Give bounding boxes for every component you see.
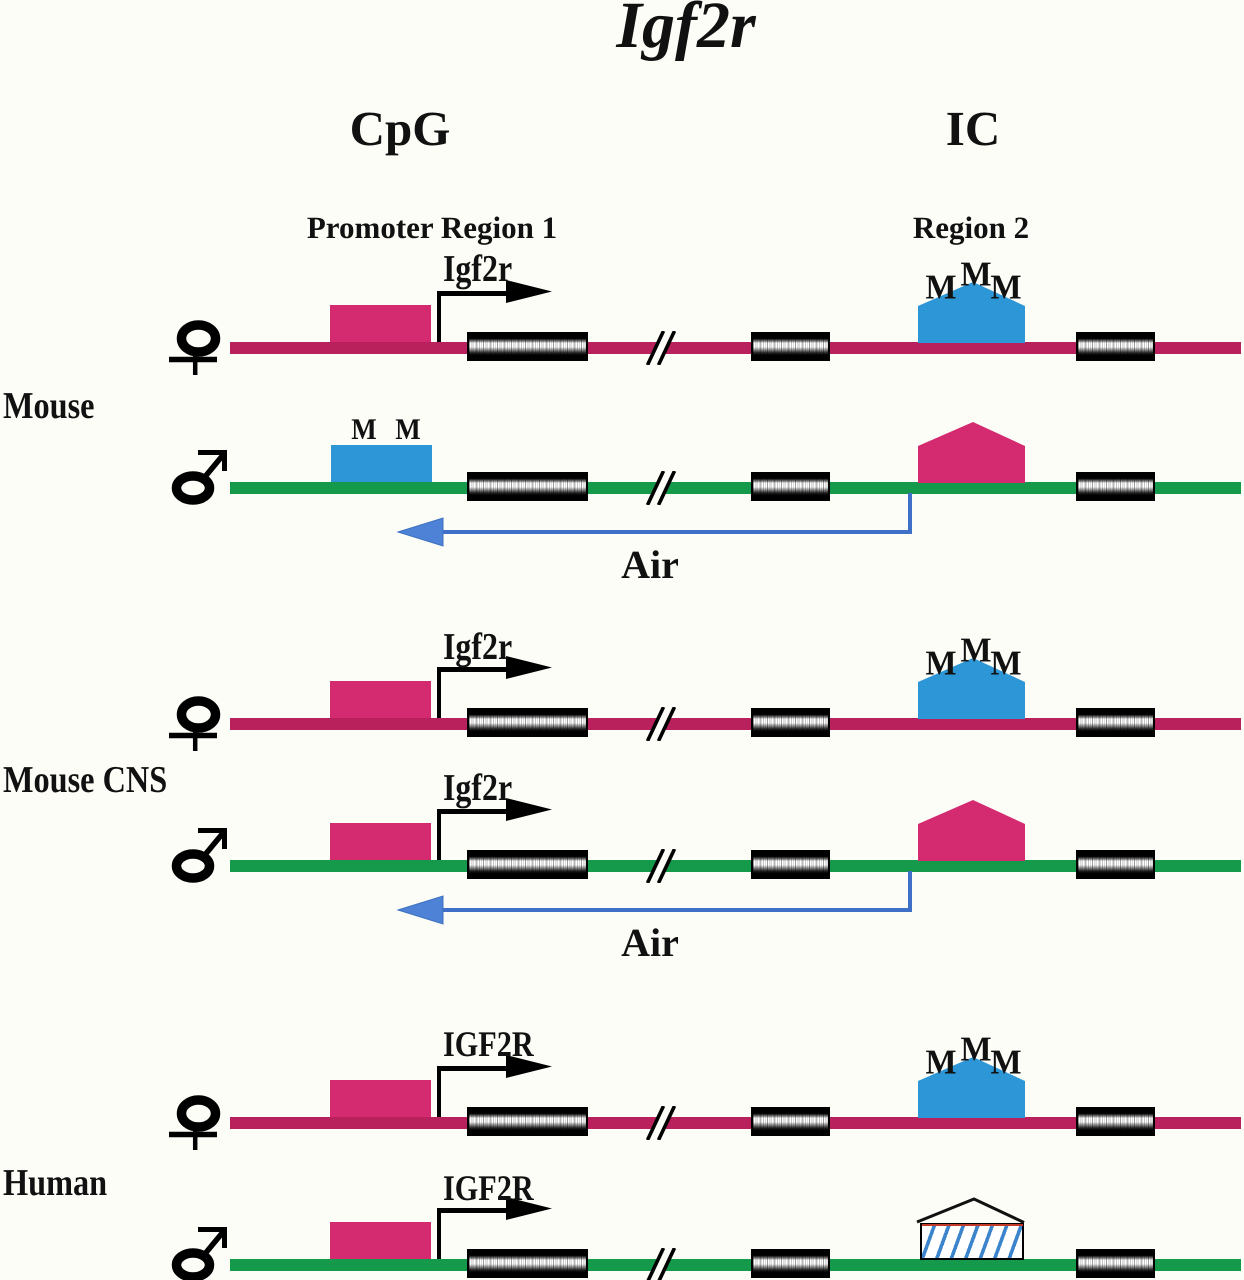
exon-box — [1076, 1249, 1155, 1278]
line-break-icon — [646, 1248, 677, 1280]
methylation-mark: M — [990, 643, 1022, 683]
line-break-icon — [645, 331, 677, 365]
methylation-mark: M — [925, 267, 957, 307]
exon-box — [1076, 1107, 1155, 1136]
region1-header: Promoter Region 1 — [306, 210, 558, 245]
gene-arrow-bar — [437, 667, 507, 672]
transcription-arrowhead-icon — [506, 798, 552, 821]
region2-header: Region 2 — [912, 210, 1030, 245]
exon-box — [467, 708, 588, 737]
exon-box — [751, 472, 830, 501]
exon-box — [1076, 708, 1155, 737]
exon-box — [467, 850, 588, 879]
line-break-icon — [645, 849, 677, 883]
gene-arrow-bar — [437, 1208, 507, 1213]
gene-arrow-bar — [437, 809, 507, 814]
female-icon — [169, 696, 221, 751]
promoter-box — [330, 305, 431, 342]
air-transcript-label: Air — [621, 920, 679, 965]
air-transcript-arrow — [396, 871, 912, 925]
column-header-ic: IC — [945, 101, 1001, 156]
transcription-arrowhead-icon — [506, 656, 552, 679]
promoter-box — [330, 681, 431, 718]
exon-box — [467, 332, 588, 361]
gene-arrow-stem — [437, 809, 441, 860]
exon-box — [751, 708, 830, 737]
methylation-mark: M — [960, 630, 992, 670]
unmethylated-region2-roof — [916, 1197, 1025, 1224]
promoter-box — [330, 1222, 431, 1259]
promoter-box — [330, 823, 431, 860]
methylation-mark: M — [351, 413, 377, 446]
exon-box — [1076, 472, 1155, 501]
gene-label: IGF2R — [443, 1168, 534, 1208]
gene-arrow-bar — [437, 291, 507, 296]
column-header-cpg: CpG — [349, 101, 451, 156]
gene-label: Igf2r — [443, 626, 513, 668]
exon-box — [1076, 850, 1155, 879]
exon-box — [467, 472, 588, 501]
methylation-mark: M — [925, 1042, 957, 1082]
transcription-arrowhead-icon — [506, 280, 552, 303]
gene-arrow-bar — [437, 1066, 507, 1071]
methylation-mark: M — [925, 643, 957, 683]
region2-red-line — [922, 1224, 1023, 1226]
unmethylated-region2-box — [920, 1223, 1024, 1260]
exon-box — [751, 332, 830, 361]
gene-arrow-stem — [437, 1208, 441, 1259]
air-transcript-label: Air — [621, 542, 679, 587]
methylation-mark: M — [990, 1042, 1022, 1082]
methylated-promoter-box — [331, 445, 432, 482]
air-transcript-arrow — [396, 493, 912, 547]
methylation-mark: M — [990, 267, 1022, 307]
group-label-mouse-cns: Mouse CNS — [3, 759, 168, 801]
exon-box — [751, 1249, 830, 1278]
methylation-mark: M — [395, 413, 421, 446]
gene-arrow-stem — [437, 291, 441, 342]
figure-title: Igf2r — [616, 0, 756, 62]
line-break-icon — [645, 471, 677, 505]
exon-box — [467, 1249, 588, 1278]
line-break-icon — [645, 707, 677, 741]
female-icon — [169, 1095, 221, 1150]
methylation-mark: M — [960, 1029, 992, 1069]
male-icon — [171, 450, 227, 505]
exon-box — [1076, 332, 1155, 361]
female-icon — [169, 320, 221, 375]
gene-label: IGF2R — [443, 1024, 534, 1064]
line-break-icon — [645, 1106, 677, 1140]
promoter-box — [330, 1080, 431, 1117]
gene-arrow-stem — [437, 1066, 441, 1117]
group-label-human: Human — [3, 1162, 108, 1204]
active-region2-pentagon — [918, 422, 1025, 483]
gene-label: Igf2r — [443, 248, 513, 290]
exon-box — [751, 850, 830, 879]
gene-label: Igf2r — [443, 767, 513, 809]
gene-arrow-stem — [437, 667, 441, 718]
active-region2-pentagon — [918, 800, 1025, 861]
exon-box — [751, 1107, 830, 1136]
group-label-mouse: Mouse — [3, 385, 95, 427]
exon-box — [467, 1107, 588, 1136]
methylation-mark: M — [960, 254, 992, 294]
male-icon — [171, 1227, 227, 1280]
male-icon — [171, 828, 227, 883]
